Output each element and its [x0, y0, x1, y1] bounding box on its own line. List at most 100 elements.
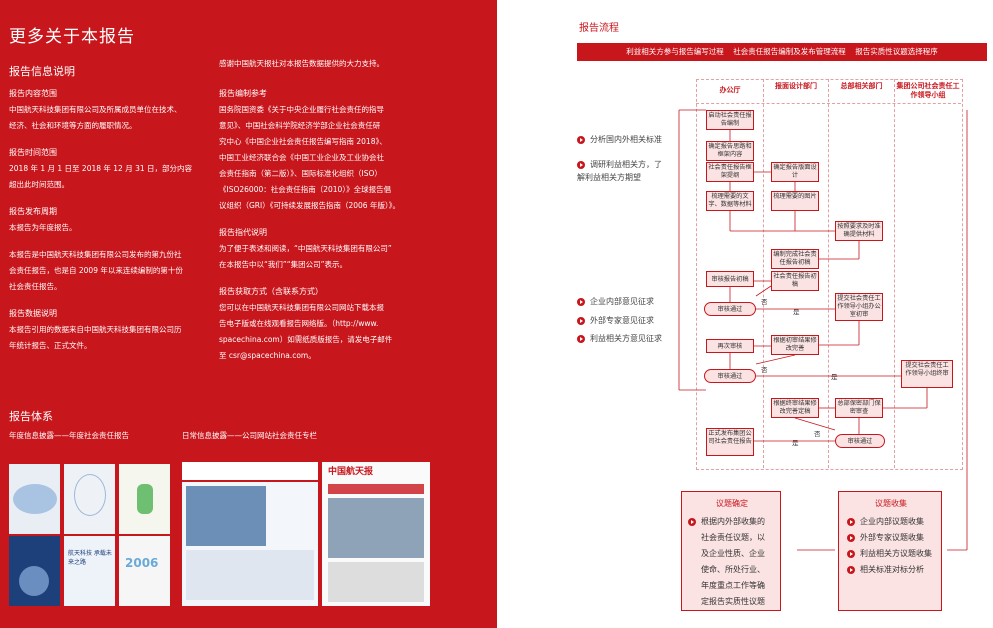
decision-node: 审核通过: [704, 302, 756, 316]
text-line: 国务院国资委《关于中央企业履行社会责任的指导: [219, 105, 384, 114]
flow-label-yes: 是: [831, 373, 838, 381]
page-title: 更多关于本报告: [9, 27, 135, 47]
side-item: 分析国内外相关标准: [577, 134, 662, 145]
report-cover-thumb: 2006: [119, 536, 170, 606]
text-line: 告电子版或在线观看报告网络版。（http://www.: [219, 319, 379, 328]
section-heading: 报告指代说明: [219, 228, 267, 237]
side-item: 外部专家意见征求: [577, 315, 654, 326]
play-icon: [577, 160, 585, 169]
flow-step: 总部保密部门保密审查: [835, 398, 883, 418]
flow-step: 提交社会责任工作领导小组终审: [901, 360, 953, 388]
flow-label-no: 否: [761, 298, 768, 306]
flow-label-no: 否: [761, 366, 768, 374]
flow-step: 正式发布集团公司社会责任报告: [706, 428, 754, 456]
flow-step: 梳理需要的文字、数据等材料: [706, 191, 754, 211]
text-line: 意见》、中国社会科学院经济学部企业社会责任研: [219, 121, 381, 130]
left-page: 更多关于本报告 报告信息说明 报告内容范围 中国航天科技集团有限公司及所属成员单…: [0, 0, 497, 628]
flow-step: 根据终审结果修改完善定稿: [771, 398, 819, 418]
column-title: 报面设计部门: [775, 82, 817, 90]
right-page: 报告流程 利益相关方参与报告编写过程 社会责任报告编制及发布管理流程 报告实质性…: [497, 0, 993, 628]
decision-node: 审核通过: [835, 434, 885, 448]
column-title: 集团公司社会责任工作领导小组: [896, 82, 960, 99]
flow-step: 按照要求及时准确提供材料: [835, 221, 883, 241]
flow-step: 启动社会责任报告编制: [706, 110, 754, 130]
flow-step: 再次审核: [706, 339, 754, 353]
issue-collect-title: 议题收集: [871, 497, 911, 511]
decision-node: 审核通过: [704, 369, 756, 383]
text-line: 会责任报告，也是自 2009 年以来连续编制的第十份: [9, 266, 183, 275]
text-line: 本报告是中国航天科技集团有限公司发布的第九份社: [9, 250, 182, 259]
text-line: 2018 年 1 月 1 日至 2018 年 12 月 31 日，部分内容: [9, 164, 193, 173]
text-line: 经济、社会和环境等方面的履职情况。: [9, 121, 137, 130]
side-item: 调研利益相关方，了解利益相关方期望: [577, 160, 662, 182]
play-icon: [577, 316, 585, 325]
thumb-text: 中国航天报: [328, 467, 374, 477]
flow-step: 编制完成社会责任报告初稿: [771, 249, 819, 269]
text-line: spacechina.com）如需纸质版报告，请发电子邮件: [219, 335, 393, 344]
play-icon: [847, 549, 855, 558]
info-column-2: 感谢中国航天报社对本报告数据提供的大力支持。 报告编制参考 国务院国资委《关于中…: [219, 56, 429, 364]
flow-label-yes: 是: [793, 308, 800, 316]
process-banner: 利益相关方参与报告编写过程 社会责任报告编制及发布管理流程 报告实质性议题选择程…: [577, 43, 987, 61]
play-icon: [577, 334, 585, 343]
flow-step: 审核报告初稿: [706, 271, 754, 287]
header-divider: [696, 103, 961, 104]
text-line: 为了便于表述和阅读，“中国航天科技集团有限公司”: [219, 244, 392, 253]
column-title: 办公厅: [719, 86, 741, 94]
report-cover-thumb: 航天科技 承载未来之路: [64, 536, 115, 606]
play-icon: [847, 517, 855, 526]
text-line: 本报告为年度报告。: [9, 223, 77, 232]
column-title: 总部相关部门: [840, 82, 883, 90]
text-line: 至 csr@spacechina.com。: [219, 351, 316, 360]
section-heading: 报告获取方式（含联系方式）: [219, 287, 323, 296]
flow-step: 梳理需要的图片: [771, 191, 819, 211]
play-icon: [577, 297, 585, 306]
play-icon: [847, 533, 855, 542]
report-cover-thumb: [64, 464, 115, 534]
text-line: 本报告引用的数据来自中国航天科技集团有限公司历: [9, 325, 182, 334]
play-icon: [688, 517, 696, 526]
flow-step: 确定报告版面设计: [771, 162, 819, 182]
flow-label-yes: 是: [792, 439, 799, 447]
text-line: 年统计报告、正式文件。: [9, 341, 92, 350]
play-icon: [577, 135, 585, 144]
section-heading: 报告时间范围: [9, 148, 57, 157]
issue-confirm-box: 议题确定 根据内外部收集的 社会责任议题，以 及企业性质、企业 使命、所处行业、…: [681, 491, 781, 611]
section-heading: 报告内容范围: [9, 89, 57, 98]
section-heading: 报告数据说明: [9, 309, 57, 318]
issue-confirm-title: 议题确定: [712, 497, 752, 511]
report-cover-thumb: [9, 464, 60, 534]
column-divider: [763, 79, 764, 468]
info-column-1: 报告内容范围 中国航天科技集团有限公司及所属成员单位在技术、 经济、社会和环境等…: [9, 86, 219, 354]
flow-step: 提交社会责任工作领导小组办公室初审: [835, 293, 883, 321]
side-item: 利益相关方意见征求: [577, 333, 662, 344]
text-line: 您可以在中国航天科技集团有限公司网站下载本报: [219, 303, 384, 312]
flowchart-frame: [696, 79, 963, 470]
flow-label-no: 否: [814, 430, 821, 438]
section-heading: 报告编制参考: [219, 89, 267, 98]
daily-disclosure-label: 日常信息披露——公司网站社会责任专栏: [182, 431, 317, 440]
text-line: 中国航天科技集团有限公司及所属成员单位在技术、: [9, 105, 182, 114]
column-divider: [828, 79, 829, 468]
issue-confirm-text: 根据内外部收集的 社会责任议题，以 及企业性质、企业 使命、所处行业、 年度重点…: [688, 514, 780, 610]
flow-step: 社会责任报告框架提纲: [706, 162, 754, 182]
thanks-text: 感谢中国航天报社对本报告数据提供的大力支持。: [219, 59, 384, 68]
text-line: 会责任指南（第二版）》、国际标准化组织（ISO）: [219, 169, 382, 178]
column-divider: [894, 79, 895, 468]
text-line: 议组织（GRI）《可持续发展报告指南（2006 年版）》。: [219, 201, 400, 210]
text-line: 社会责任报告。: [9, 282, 62, 291]
website-screenshot: [182, 462, 318, 606]
system-heading: 报告体系: [9, 410, 53, 423]
text-line: 中国工业经济联合会《中国工业企业及工业协会社: [219, 153, 384, 162]
flow-step: 确定报告思路和框架内容: [706, 141, 754, 161]
issue-collect-list: 企业内部议题收集 外部专家议题收集 利益相关方议题收集 相关标准对标分析: [847, 514, 941, 578]
text-line: 《ISO26000：社会责任指南（2010）》全球报告倡: [219, 185, 392, 194]
side-item: 企业内部意见征求: [577, 296, 654, 307]
section-heading: 报告发布周期: [9, 207, 57, 216]
text-line: 究中心《中国企业社会责任报告编写指南 2018》、: [219, 137, 387, 146]
text-line: 在本报告中以“我们”“集团公司”表示。: [219, 260, 348, 269]
thumb-text: 航天科技 承载未来之路: [68, 550, 112, 566]
info-heading: 报告信息说明: [9, 65, 75, 78]
newspaper-screenshot: 中国航天报: [322, 462, 430, 606]
annual-disclosure-label: 年度信息披露——年度社会责任报告: [9, 431, 129, 440]
